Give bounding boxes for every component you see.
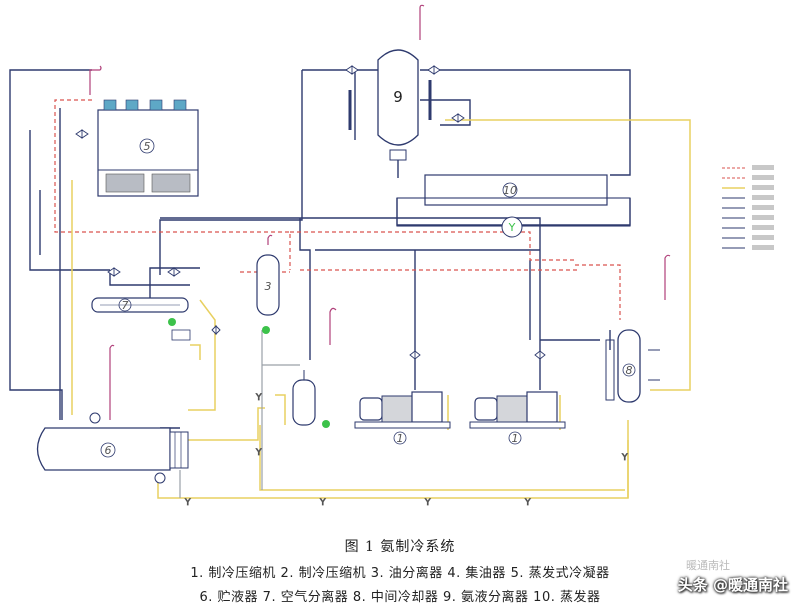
label-3: 3 [265, 280, 272, 293]
label-5: 5 [144, 140, 151, 153]
oil-collector [292, 370, 330, 428]
compressor-2: 1 [469, 391, 566, 445]
compressor-1: 1 [354, 391, 451, 445]
air-separator: 7 [91, 297, 191, 341]
label-2: 1 [512, 432, 519, 445]
figure-title: 图 1 氨制冷系统 [344, 539, 456, 555]
grey-pipes [179, 330, 300, 498]
label-7: 7 [122, 299, 129, 312]
oil-separator: 3 [256, 254, 280, 334]
yellow-pipes [71, 119, 691, 499]
receiver: 6 [36, 412, 189, 484]
label-10: 10 [503, 184, 517, 197]
caption-line-2: 6. 贮液器 7. 空气分离器 8. 中间冷却器 9. 氨液分离器 10. 蒸发… [199, 590, 601, 605]
caption-line-1: 1. 制冷压缩机 2. 制冷压缩机 3. 油分离器 4. 集油器 5. 蒸发式冷… [190, 566, 610, 581]
liquid-separator: 9 [348, 49, 432, 161]
label-6: 6 [105, 444, 112, 457]
valves [75, 65, 546, 360]
magenta-vents [89, 4, 671, 420]
intermediate-cooler: 8 [605, 329, 660, 403]
flow-marks: Y Y Y Y Y Y Y [184, 393, 629, 509]
watermark: 头条 @暖通南社 [677, 576, 788, 594]
label-9: 9 [393, 88, 403, 106]
svg-text:Y: Y [524, 498, 531, 508]
label-1: 1 [397, 432, 404, 445]
svg-text:Y: Y [255, 393, 262, 403]
svg-text:Y: Y [255, 448, 262, 458]
label-8: 8 [626, 364, 633, 377]
evaporative-condenser: 5 [97, 99, 199, 197]
evaporator: 10 Y [396, 174, 631, 238]
red-pipes [54, 99, 621, 320]
svg-text:Y: Y [508, 221, 516, 234]
ammonia-refrigeration-diagram: 5 9 10 Y 3 7 [9, 4, 774, 509]
svg-text:Y: Y [319, 498, 326, 508]
watermark-faint: 暖通南社 [686, 559, 730, 572]
legend [722, 165, 774, 250]
svg-text:Y: Y [424, 498, 431, 508]
svg-text:Y: Y [184, 498, 191, 508]
svg-text:Y: Y [621, 453, 628, 463]
